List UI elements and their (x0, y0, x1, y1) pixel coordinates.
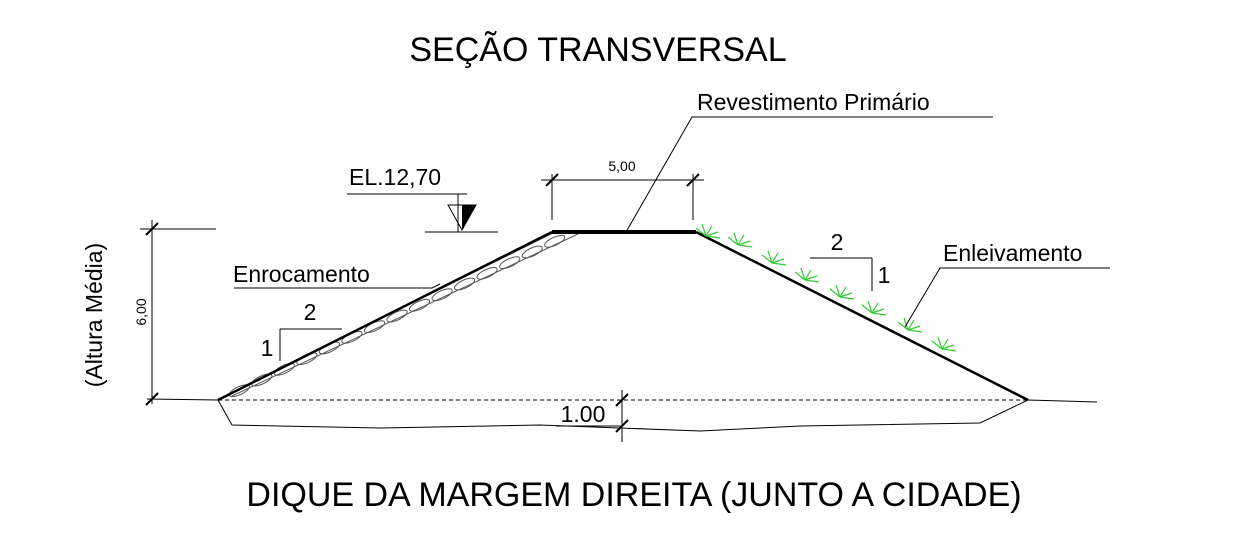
grass-tuft (695, 223, 721, 239)
enrocamento-label: Enrocamento (233, 261, 370, 287)
right-slope-h: 2 (831, 229, 844, 255)
crest-width-dimension: 5,00 (541, 158, 704, 220)
base-depth-label: 1.00 (561, 401, 606, 427)
elevation-marker: EL.12,70 (347, 164, 498, 233)
riprap-stone (251, 373, 273, 387)
grass-tufts (695, 223, 957, 352)
height-note-label: (Altura Média) (81, 243, 107, 387)
riprap-stone (544, 234, 566, 248)
riprap-stone (408, 298, 431, 312)
riprap-stone (499, 256, 521, 270)
grass-tuft (931, 336, 957, 352)
riprap-stone (431, 288, 453, 302)
grass-tuft (829, 284, 855, 300)
riprap-stone (476, 266, 498, 280)
height-dim-label: 6,00 (133, 298, 149, 325)
grass-tuft (897, 317, 923, 333)
elevation-label: EL.12,70 (349, 164, 441, 190)
riprap-stone (453, 277, 476, 291)
revestimento-leader: Revestimento Primário (625, 89, 993, 233)
right-slope-v: 1 (878, 262, 891, 288)
grass-tuft (861, 300, 887, 316)
height-dimension: 6,00 (Altura Média) (81, 220, 216, 406)
left-slope-indicator: 2 1 (261, 299, 342, 361)
dike-body (217, 230, 1029, 402)
left-slope-h: 2 (304, 299, 317, 325)
drawing-title: SEÇÃO TRANSVERSAL (409, 31, 786, 69)
enleivamento-label: Enleivamento (943, 240, 1082, 266)
left-slope-v: 1 (261, 335, 274, 361)
revestimento-label: Revestimento Primário (697, 89, 930, 115)
drawing-subtitle: DIQUE DA MARGEM DIREITA (JUNTO A CIDADE) (246, 476, 1021, 514)
riprap-stone (273, 362, 295, 376)
right-slope-indicator: 2 1 (810, 229, 890, 291)
riprap-hatch (218, 231, 579, 400)
base-depth-dimension: 1.00 (556, 390, 629, 442)
crest-width-label: 5,00 (608, 158, 635, 174)
grass-tuft (727, 232, 753, 248)
grass-tuft (794, 267, 820, 283)
riprap-stone (386, 309, 408, 323)
ground-line (146, 398, 1098, 403)
enleivamento-leader: Enleivamento (904, 240, 1110, 328)
grass-tuft (761, 250, 787, 266)
enrocamento-leader: Enrocamento (233, 261, 441, 289)
riprap-stone (521, 245, 543, 259)
